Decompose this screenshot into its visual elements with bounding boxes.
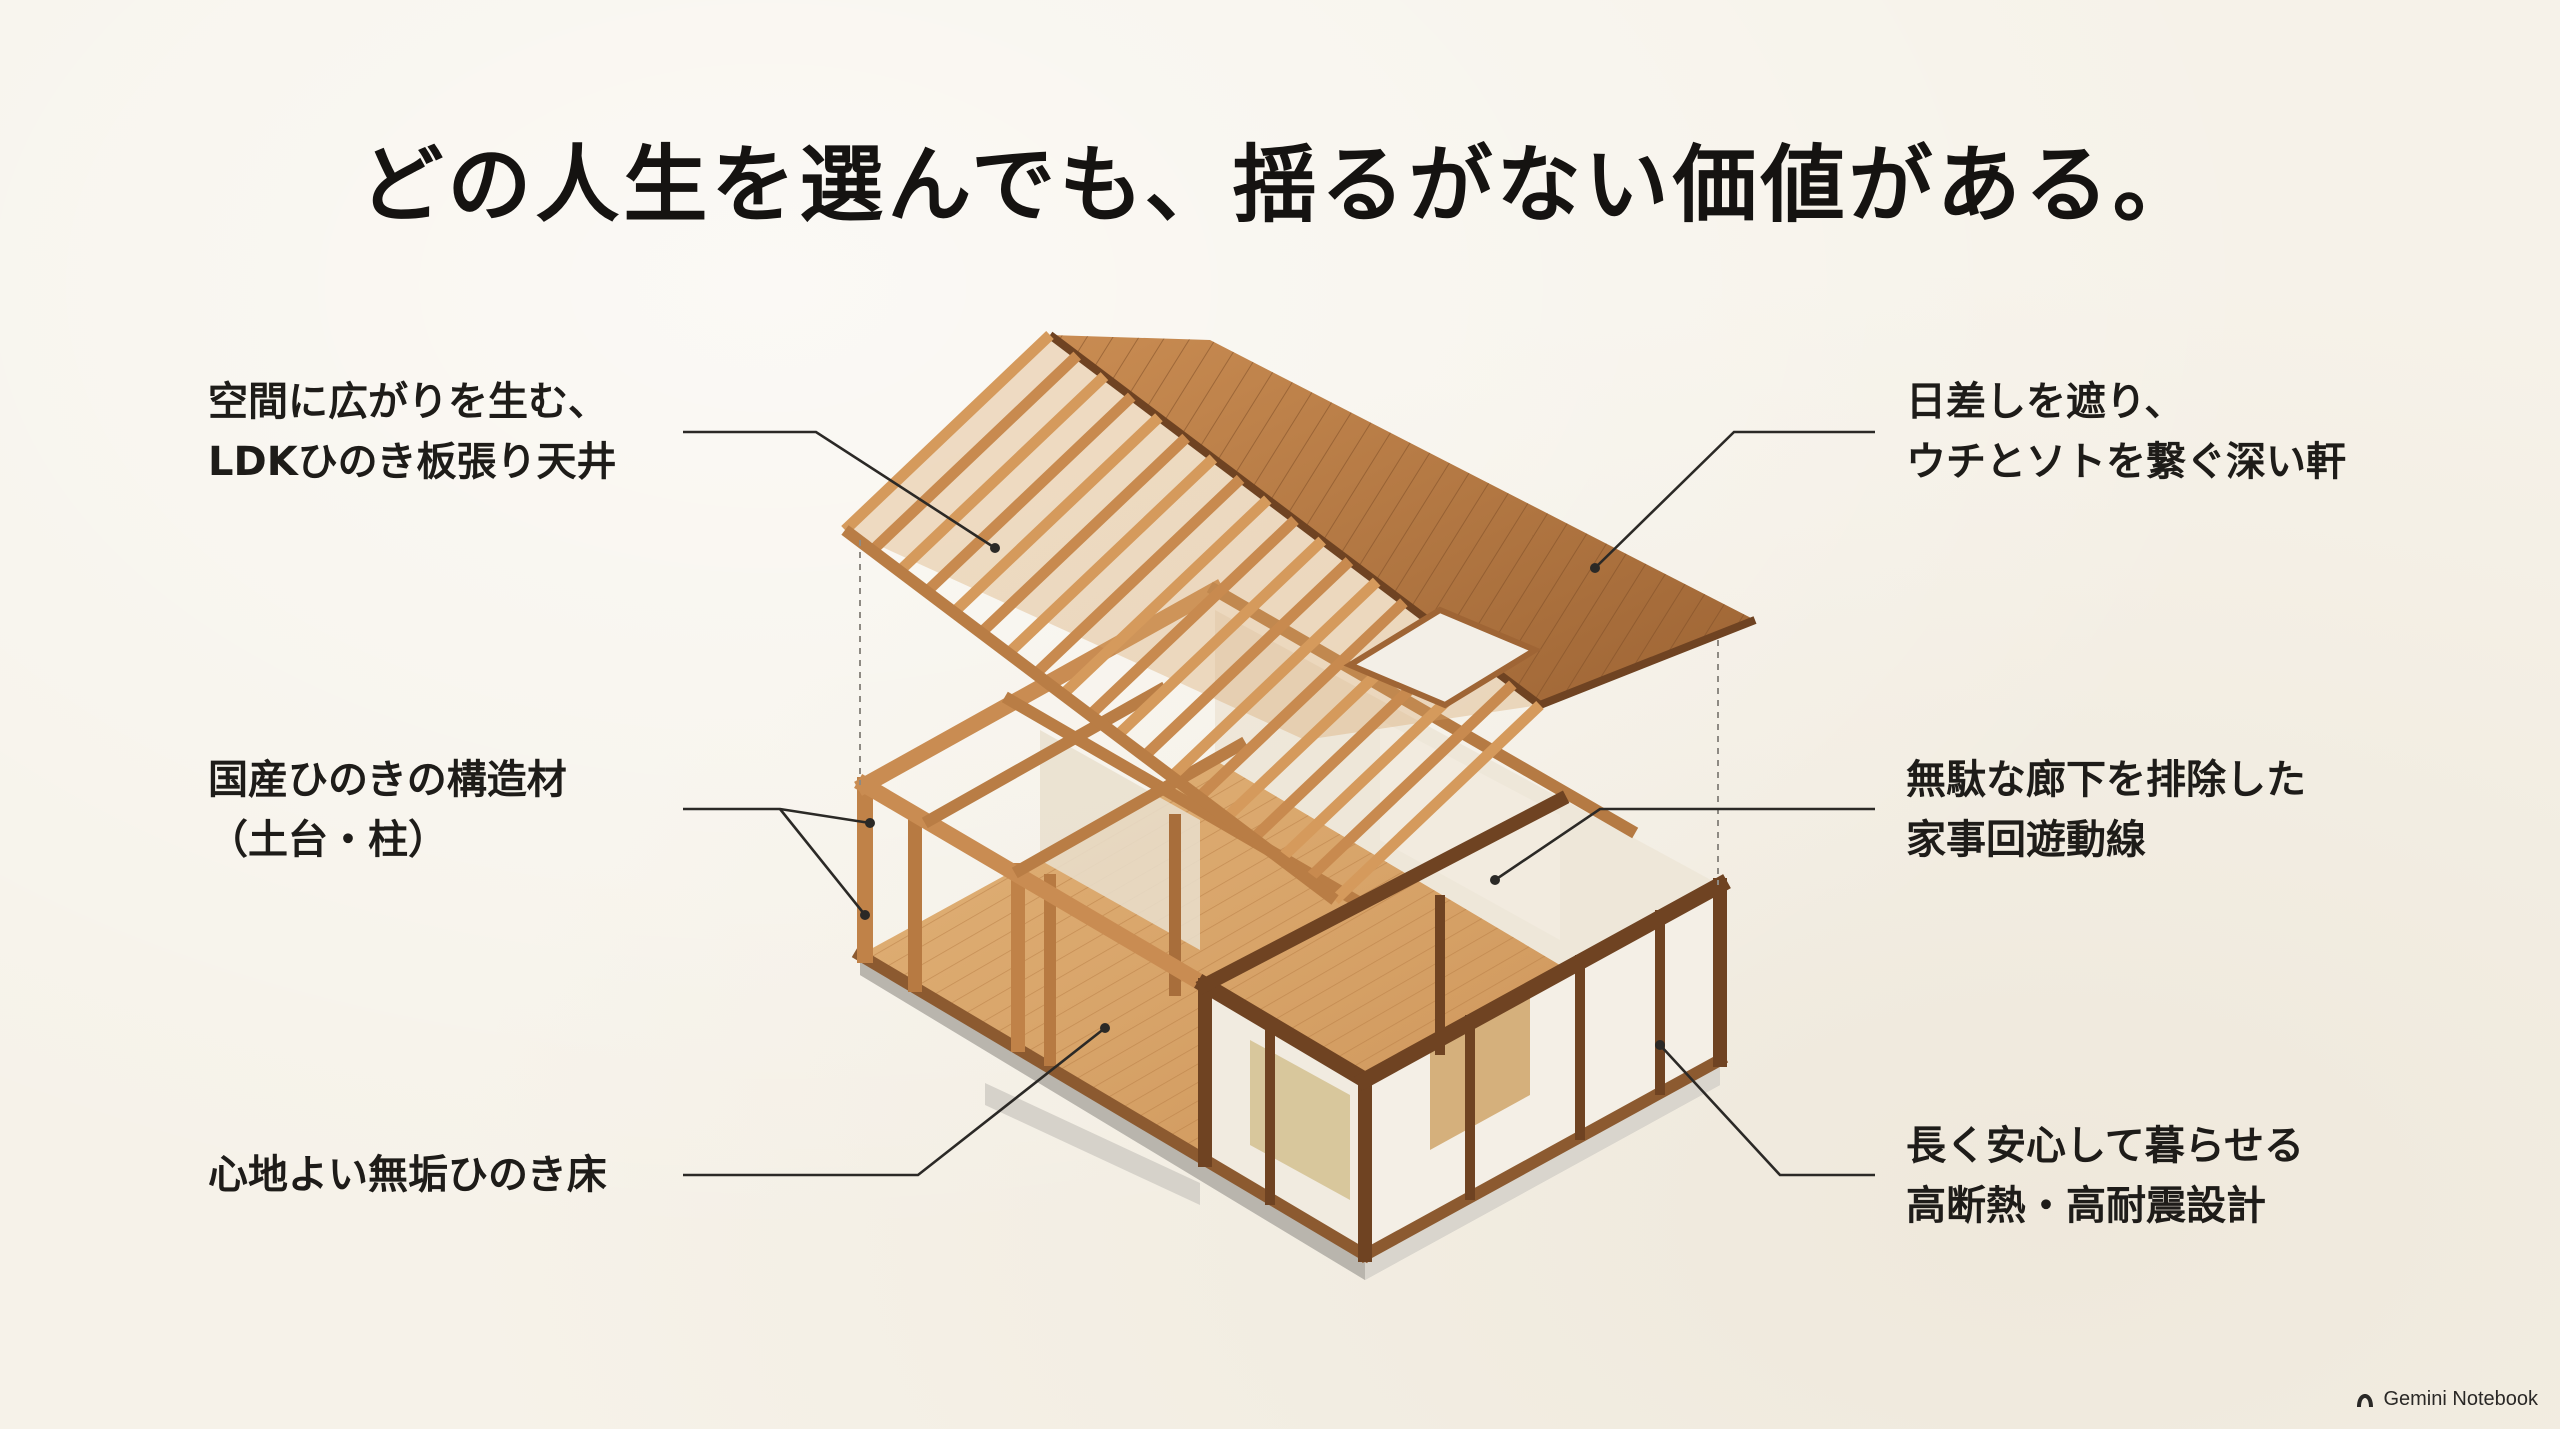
brand-name: Gemini Notebook bbox=[2383, 1388, 2538, 1410]
callout-circulation: 無駄な廊下を排除した 家事回遊動線 bbox=[1906, 750, 2306, 870]
rafter bbox=[1004, 454, 1218, 658]
rafter bbox=[868, 351, 1082, 555]
projection-guides bbox=[859, 540, 1719, 885]
rafter bbox=[1140, 557, 1354, 761]
leader-floor bbox=[683, 1026, 1106, 1177]
callout-insulation-line1: 長く安心して暮らせる bbox=[1906, 1123, 2304, 1169]
leader-ceiling bbox=[683, 430, 996, 550]
callout-circulation-line2: 家事回遊動線 bbox=[1906, 817, 2146, 863]
callout-structure: 国産ひのきの構造材 （土台・柱） bbox=[208, 750, 567, 870]
callout-insulation: 長く安心して暮らせる 高断熱・高耐震設計 bbox=[1906, 1116, 2304, 1236]
right-room-walls bbox=[1200, 885, 1720, 1255]
callout-insulation-line2: 高断熱・高耐震設計 bbox=[1906, 1183, 2266, 1229]
callout-ceiling-line1: 空間に広がりを生む、 bbox=[208, 379, 608, 425]
rafter bbox=[1167, 577, 1381, 781]
leader-circulation bbox=[1494, 807, 1875, 882]
rafter bbox=[1058, 495, 1272, 699]
callout-eaves: 日差しを遮り、 ウチとソトを繋ぐ深い軒 bbox=[1906, 372, 2346, 492]
rafter bbox=[1086, 516, 1299, 719]
rafter bbox=[1303, 680, 1517, 884]
roof-dormer-opening bbox=[1343, 606, 1542, 709]
rafter bbox=[1031, 474, 1245, 678]
brand-watermark: Gemini Notebook bbox=[2355, 1388, 2538, 1411]
callout-ceiling: 空間に広がりを生む、 LDKひのき板張り天井 bbox=[208, 372, 617, 492]
callout-eaves-line2: ウチとソトを繋ぐ深い軒 bbox=[1906, 439, 2346, 485]
callout-structure-line2: （土台・柱） bbox=[208, 817, 448, 863]
leader-dots bbox=[860, 543, 1665, 1050]
rafter bbox=[1195, 598, 1408, 802]
callout-structure-line1: 国産ひのきの構造材 bbox=[208, 757, 567, 803]
rafter bbox=[1331, 701, 1544, 904]
leader-structure bbox=[683, 807, 871, 825]
callout-ceiling-line2: LDKひのき板張り天井 bbox=[208, 439, 617, 485]
leader-eaves bbox=[1594, 430, 1875, 569]
page-title: どの人生を選んでも、揺るがない価値がある。 bbox=[359, 135, 2201, 234]
callout-floor-line1: 心地よい無垢ひのき床 bbox=[208, 1152, 607, 1198]
rafter bbox=[977, 433, 1190, 637]
callout-eaves-line1: 日差しを遮り、 bbox=[1906, 379, 2185, 425]
callout-floor: 心地よい無垢ひのき床 bbox=[208, 1145, 607, 1205]
rafter bbox=[1113, 536, 1327, 740]
callout-circulation-line1: 無駄な廊下を排除した bbox=[1906, 757, 2306, 803]
rafter bbox=[950, 413, 1163, 617]
leader-lines bbox=[683, 430, 1875, 1177]
leader-insulation bbox=[1659, 1044, 1875, 1177]
leader-structure-post bbox=[778, 808, 867, 916]
rafter bbox=[922, 392, 1136, 596]
rafter bbox=[841, 331, 1054, 534]
eave-beam bbox=[841, 525, 1339, 905]
gemini-notebook-icon bbox=[2357, 1393, 2374, 1407]
rafter bbox=[895, 372, 1109, 576]
